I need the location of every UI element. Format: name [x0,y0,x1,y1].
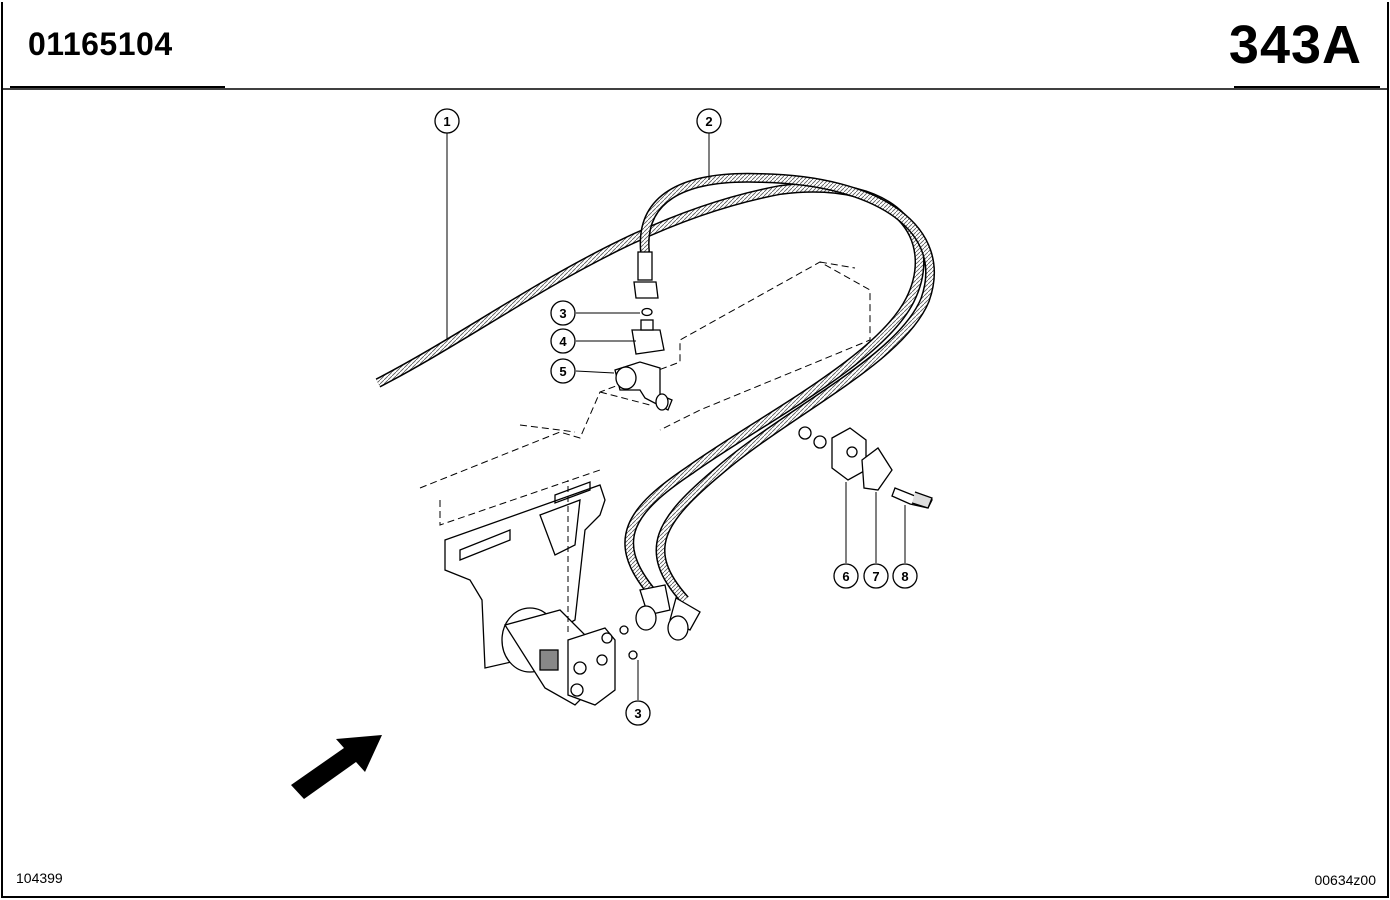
svg-text:3: 3 [634,706,641,721]
clamp-assembly [798,426,933,509]
svg-text:8: 8 [901,569,908,584]
svg-text:6: 6 [842,569,849,584]
document-number: 01165104 [28,26,173,62]
page-code: 343A [1228,15,1362,75]
callout-5: 5 [550,358,576,384]
callout-3-bottom: 3 [625,700,651,726]
callout-6: 6 [833,563,859,589]
hose-2 [639,172,935,604]
svg-text:2: 2 [705,114,712,129]
footer-left-code: 104399 [16,870,63,886]
svg-text:7: 7 [872,569,879,584]
callout-3-top: 3 [550,300,576,326]
hose-end-fittings [635,584,701,641]
callout-8: 8 [892,563,918,589]
view-direction-arrow [291,735,382,799]
callout-2: 2 [696,108,722,134]
callout-4: 4 [550,328,576,354]
leader-lines [446,133,906,700]
svg-text:3: 3 [559,306,566,321]
footer-right-code: 00634z00 [1314,872,1376,888]
pump-unit [501,607,638,706]
hose-1 [375,182,925,594]
svg-text:1: 1 [443,114,450,129]
svg-text:4: 4 [559,334,567,349]
top-fittings [614,251,673,411]
callout-7: 7 [863,563,889,589]
svg-text:5: 5 [559,364,566,379]
callout-1: 1 [434,108,460,134]
frame-outline [419,261,871,526]
